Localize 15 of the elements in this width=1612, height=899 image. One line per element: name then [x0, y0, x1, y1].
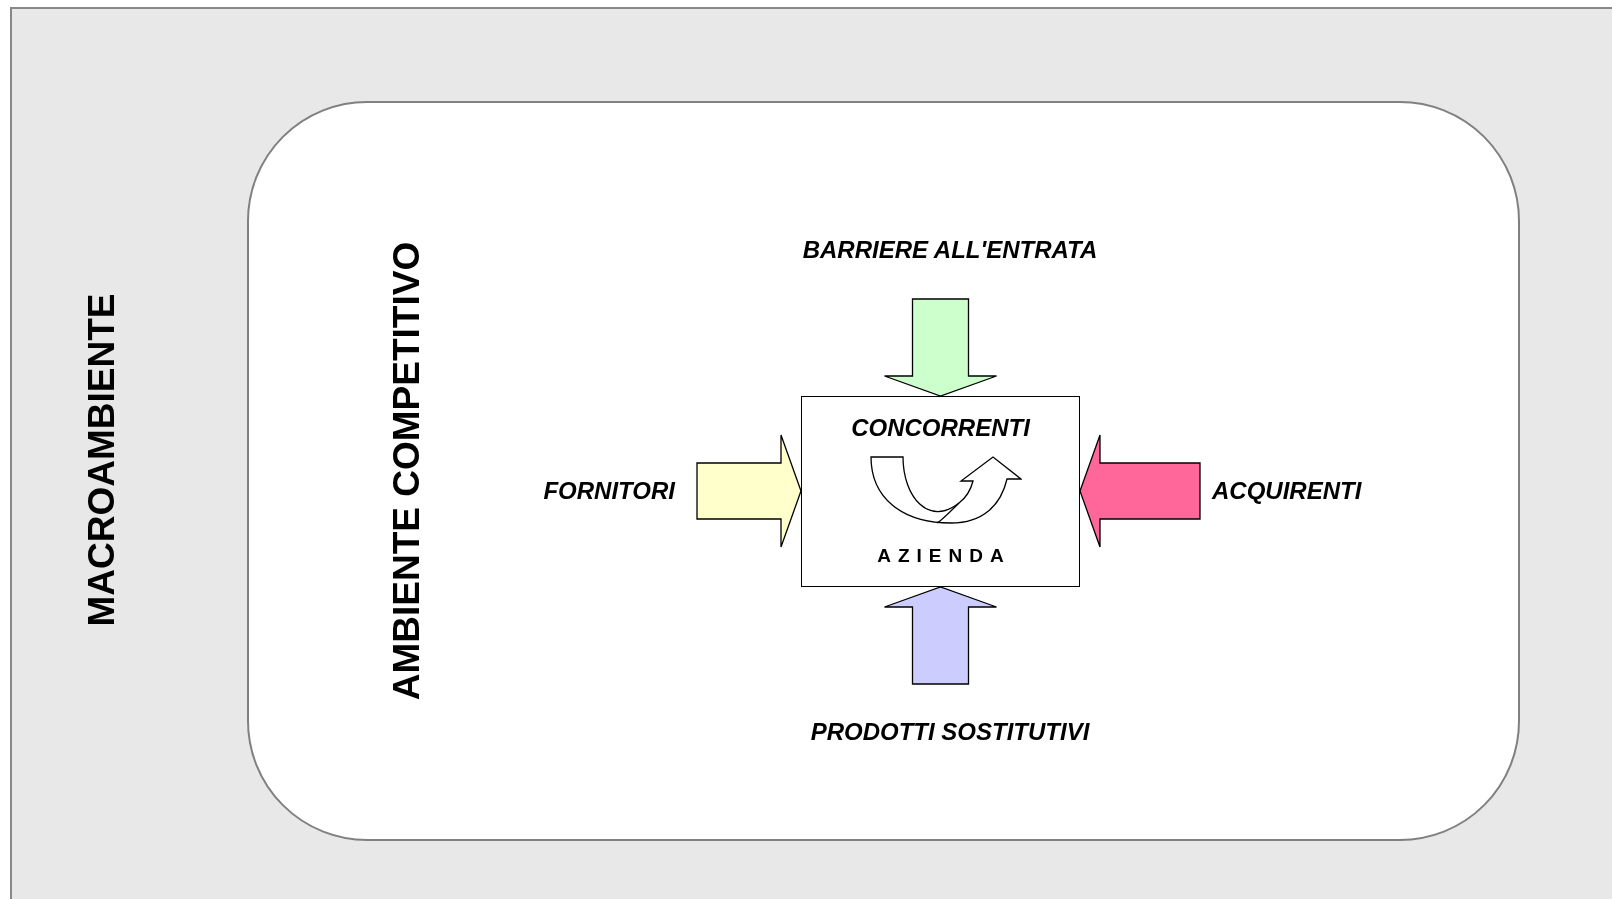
vertical-title: MACROAMBIENTE	[81, 293, 123, 626]
block-arrow	[883, 586, 998, 685]
force-label: ACQUIRENTI	[1212, 477, 1362, 505]
company-box	[801, 396, 1080, 587]
box-heading: CONCORRENTI	[850, 414, 1032, 442]
force-label: FORNITORI	[543, 477, 675, 505]
force-label: BARRIERE ALL'ENTRATA	[801, 236, 1099, 264]
force-label: PRODOTTI SOSTITUTIVI	[809, 718, 1091, 746]
rounded-panel	[247, 101, 1520, 841]
block-arrow	[1079, 434, 1201, 548]
block-arrow	[883, 298, 998, 397]
vertical-title: AMBIENTE COMPETITIVO	[386, 241, 428, 701]
block-arrow	[696, 434, 802, 548]
outer-panel	[10, 7, 1612, 899]
box-label: AZIENDA	[876, 545, 1012, 567]
